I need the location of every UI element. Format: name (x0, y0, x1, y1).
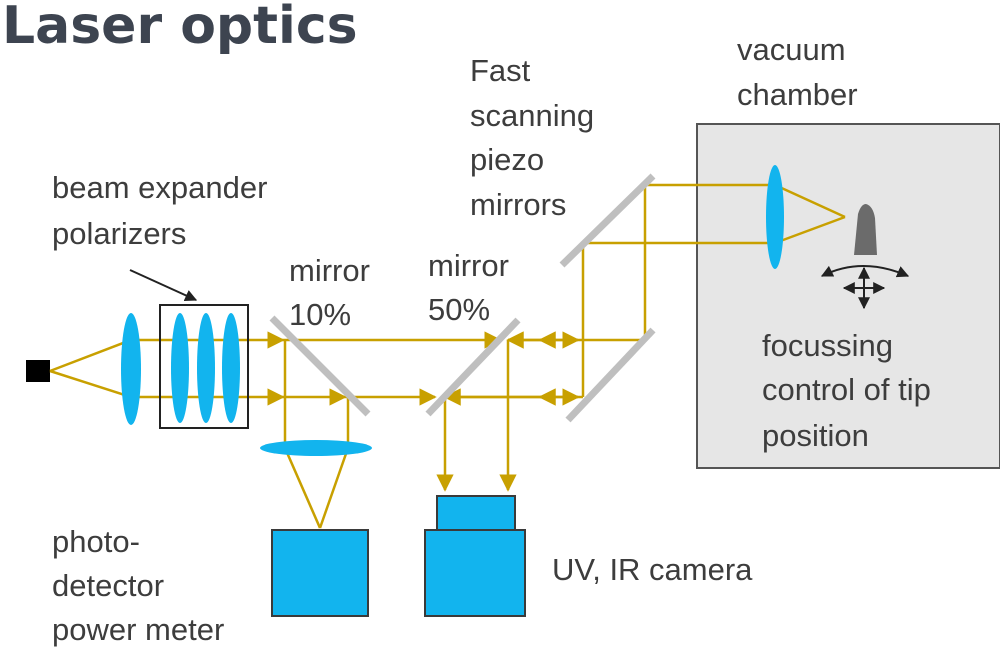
label-photodetector: photo- detector power meter (52, 524, 224, 647)
chamber-focusing-lens (766, 165, 784, 269)
photodetector (271, 529, 369, 617)
mirror-10-percent (269, 315, 371, 417)
collimating-lens (121, 313, 141, 425)
beam-expander-pointer (129, 269, 198, 301)
mirror-50-percent (425, 317, 521, 417)
vacuum-chamber (696, 123, 1000, 469)
tip-control-arrows-icon (820, 265, 910, 310)
beam-expander-housing (159, 304, 249, 429)
camera-lens-housing (436, 495, 516, 531)
label-piezo-mirrors: Fast scanning piezo mirrors (470, 53, 603, 222)
camera-body (424, 529, 526, 617)
laser-beam (49, 183, 846, 529)
label-camera: UV, IR camera (552, 552, 753, 587)
detector-focusing-lens (260, 440, 372, 456)
polarizer-lens-2 (197, 313, 215, 423)
tip (854, 204, 877, 255)
polarizer-lens-3 (222, 313, 240, 423)
label-mirror-50: mirror 50% (428, 248, 518, 327)
polarizer-lens-1 (171, 313, 189, 423)
label-focussing: focussing control of tip position (762, 328, 940, 453)
label-vacuum-chamber: vacuum chamber (737, 32, 858, 112)
piezo-mirror-lower (565, 327, 656, 423)
label-mirror-10: mirror 10% (289, 253, 379, 332)
diagram-title: Laser optics (2, 0, 358, 56)
label-beam-expander: beam expander polarizers (52, 170, 276, 251)
piezo-mirror-upper (559, 173, 656, 268)
laser-source (26, 360, 50, 382)
